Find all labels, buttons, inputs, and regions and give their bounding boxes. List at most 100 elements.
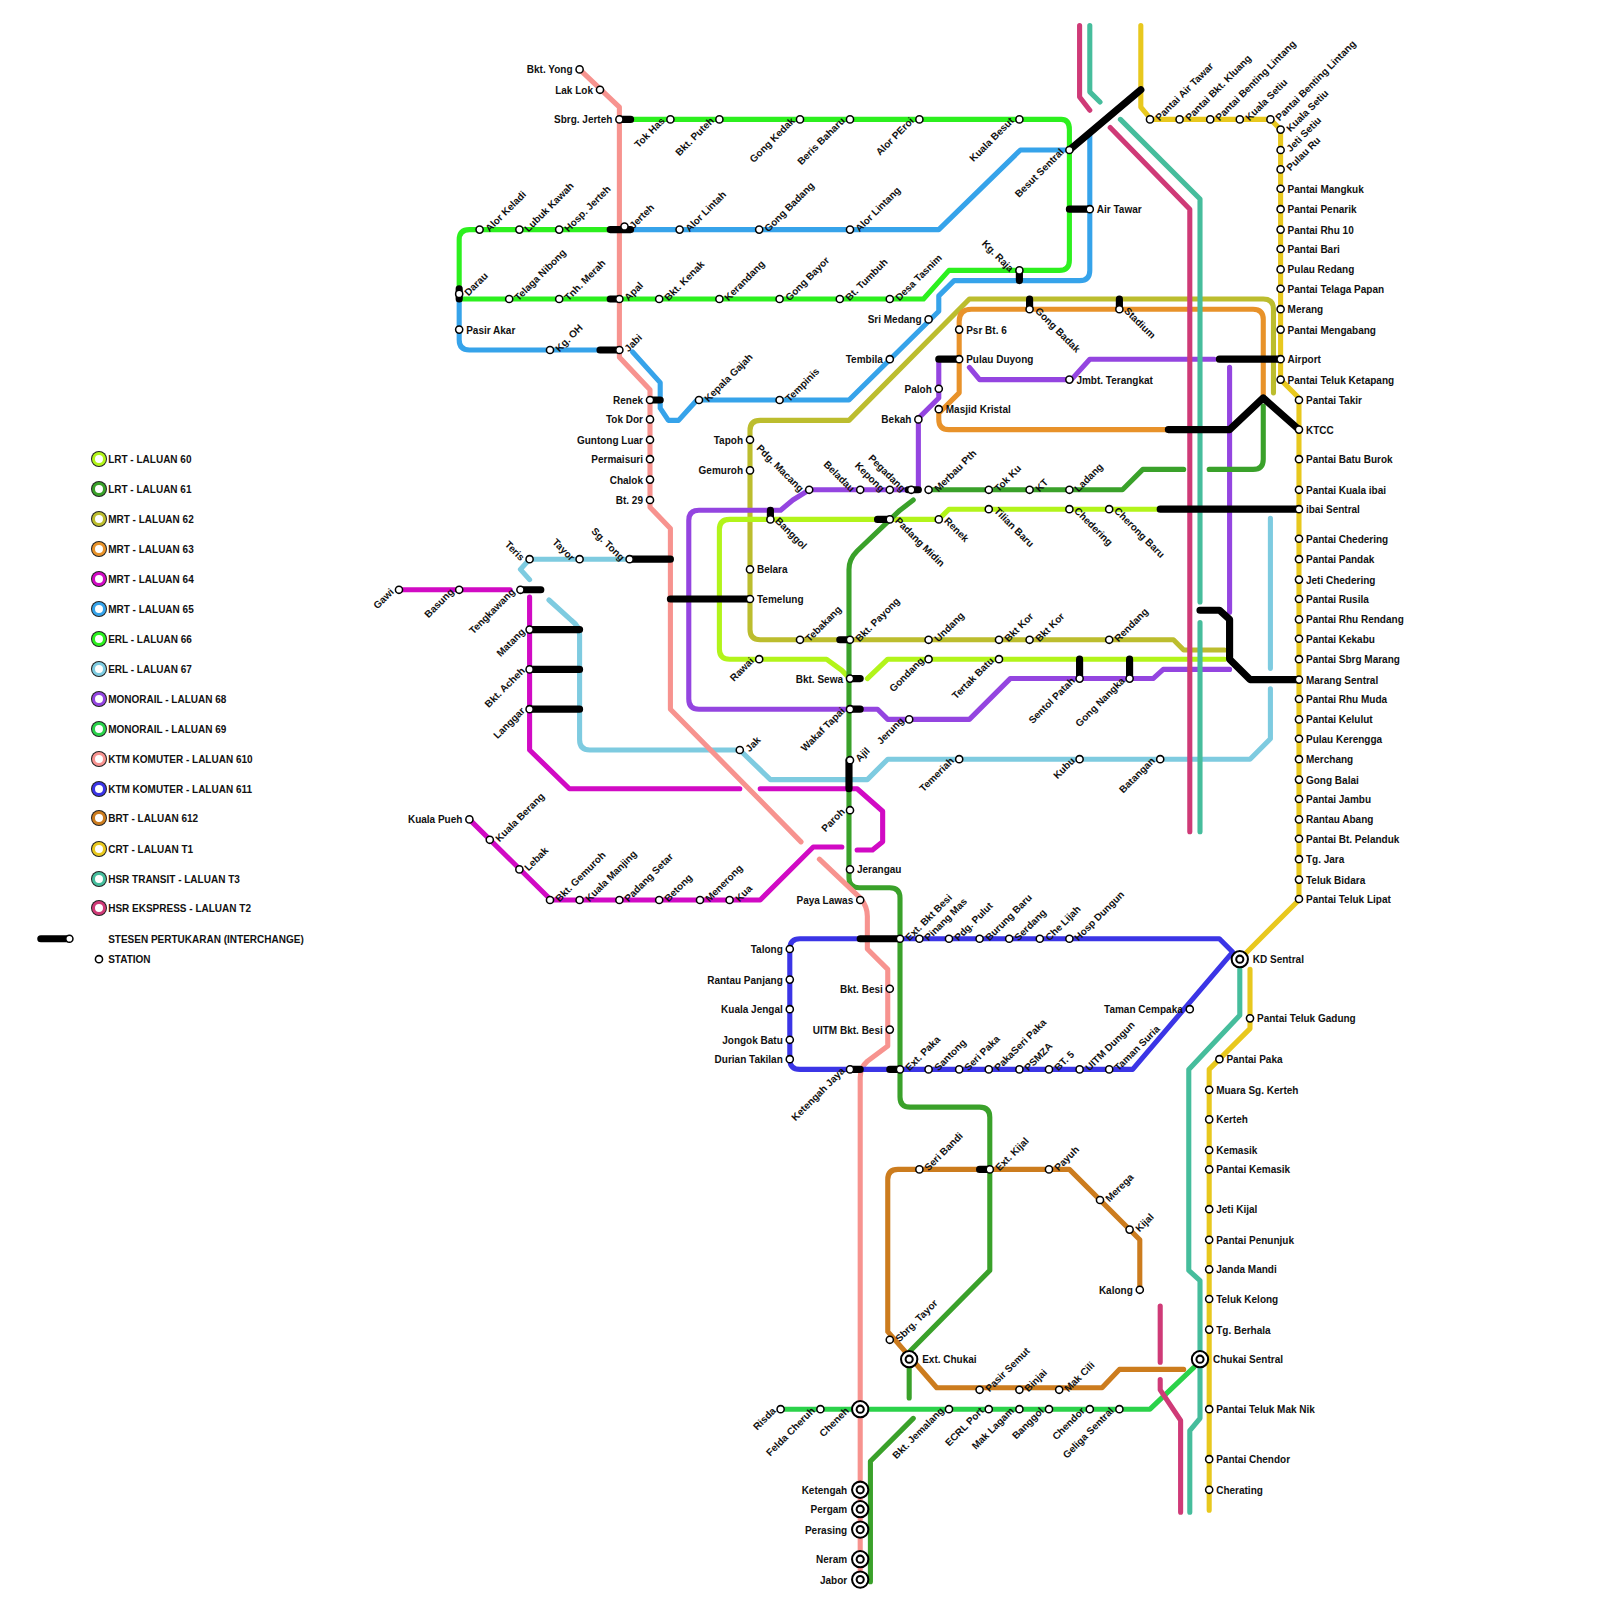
station-label: Bkt. Acheh: [482, 665, 526, 709]
station-label: Pantai Teluk Gadung: [1257, 1013, 1356, 1024]
station-label: Permaisuri: [591, 454, 643, 465]
station-label: Pantai Teluk Mak Nik: [1216, 1404, 1315, 1415]
station-dot: [1206, 1166, 1213, 1173]
station-label: Belara: [757, 564, 788, 575]
station-label: Beris Baharu: [795, 115, 847, 167]
station-dot: [1295, 776, 1302, 783]
station-label: Tok Dor: [606, 414, 643, 425]
station-label: Pantai Mengabang: [1288, 324, 1376, 335]
station-dot: [976, 935, 983, 942]
station-dot: [925, 636, 932, 643]
legend-text: MRT - LALUAN 64: [108, 573, 194, 584]
station-label: Tengkawang: [467, 586, 517, 636]
legend-swatch: [92, 752, 106, 766]
station-dot: [1277, 185, 1284, 192]
station-label: Tertak Batu: [950, 655, 996, 701]
station-label: KTCC: [1306, 424, 1334, 435]
station-label: Janda Mandi: [1216, 1264, 1277, 1275]
station-dot: [846, 116, 853, 123]
station-label: Bt. 29: [616, 495, 643, 506]
station-label: Pantai Teluk Ketapang: [1288, 374, 1395, 385]
station-dot: [726, 896, 733, 903]
station-dot: [517, 586, 524, 593]
station-label: Chalok: [610, 474, 643, 485]
legend-text: MRT - LALUAN 62: [108, 514, 194, 525]
station-dot: [1277, 266, 1284, 273]
station-dot: [935, 516, 942, 523]
station-dot: [846, 706, 853, 713]
station-label: Airport: [1288, 354, 1321, 365]
legend-swatch: [92, 632, 106, 646]
station-label: Pulau Duyong: [966, 354, 1033, 365]
station-dot: [1016, 267, 1023, 274]
station-dot: [1016, 116, 1023, 123]
station-dot: [646, 436, 653, 443]
station-dot: [1246, 1015, 1253, 1022]
station-dot: [546, 346, 553, 353]
station-label: Risda: [750, 1405, 777, 1432]
station-dot: [916, 116, 923, 123]
legend-text: BRT - LALUAN 612: [108, 813, 198, 824]
station-label: Pantai Paka: [1226, 1054, 1282, 1065]
station-dot: [776, 396, 783, 403]
station-dot: [776, 295, 783, 302]
station-label: Tembila: [846, 354, 883, 365]
station-dot: [695, 396, 702, 403]
station-label: Durian Takilan: [715, 1054, 783, 1065]
station-dot: [1295, 876, 1302, 883]
station-dot: [852, 1401, 868, 1417]
station-label: Merega: [1103, 1171, 1136, 1204]
station-dot: [556, 295, 563, 302]
station-label: Jerangau: [857, 864, 901, 875]
station-label: Merbau Pth: [932, 447, 978, 493]
station-label: Jerteh: [628, 201, 657, 230]
legend-text: MRT - LALUAN 63: [108, 543, 194, 554]
station-label: Kuala Berang: [493, 790, 546, 843]
station-dot: [857, 1526, 864, 1533]
station-label: Kerteh: [1216, 1114, 1248, 1125]
station-dot: [596, 86, 603, 93]
station-dot: [746, 595, 753, 602]
station-dot: [956, 356, 963, 363]
station-dot: [1006, 935, 1013, 942]
station-dot: [956, 756, 963, 763]
legend-swatch: [92, 602, 106, 616]
station-dot: [506, 295, 513, 302]
station-dot: [1295, 456, 1302, 463]
station-label: Merchang: [1306, 754, 1353, 765]
station-dot: [1295, 535, 1302, 542]
station-label: Telaga Nibong: [512, 247, 568, 303]
station-dot: [886, 985, 893, 992]
station-dot: [1066, 935, 1073, 942]
station-dot: [886, 295, 893, 302]
station-dot: [846, 226, 853, 233]
legend-text: STESEN PERTUKARAN (INTERCHANGE): [108, 933, 304, 944]
station-label: Wakaf Tapai: [799, 705, 847, 753]
legend-text: ERL - LALUAN 67: [108, 664, 192, 675]
station-dot: [852, 1571, 868, 1587]
station-dot: [925, 316, 932, 323]
station-dot: [716, 295, 723, 302]
station-dot: [857, 1406, 864, 1413]
station-dot: [1295, 676, 1302, 683]
station-dot: [526, 706, 533, 713]
station-label: Pantai Rusila: [1306, 593, 1369, 604]
station-label: Pantai Sbrg Marang: [1306, 654, 1400, 665]
station-label: Gong Balai: [1306, 774, 1359, 785]
station-dot: [1236, 116, 1243, 123]
station-dot: [516, 866, 523, 873]
station-dot: [1295, 486, 1302, 493]
station-dot: [1066, 506, 1073, 513]
station-dot: [1277, 326, 1284, 333]
station-dot: [857, 1556, 864, 1563]
station-dot: [1206, 1406, 1213, 1413]
station-label: Lebak: [522, 845, 550, 873]
station-dot: [852, 1482, 868, 1498]
station-label: Paya Lawas: [796, 895, 853, 906]
station-label: Ketengah: [802, 1484, 848, 1495]
station-dot: [1106, 506, 1113, 513]
legend-swatch: [92, 452, 106, 466]
station-label: Teris: [502, 539, 526, 563]
station-label: Jeti Chedering: [1306, 574, 1375, 585]
station-dot: [1277, 376, 1284, 383]
